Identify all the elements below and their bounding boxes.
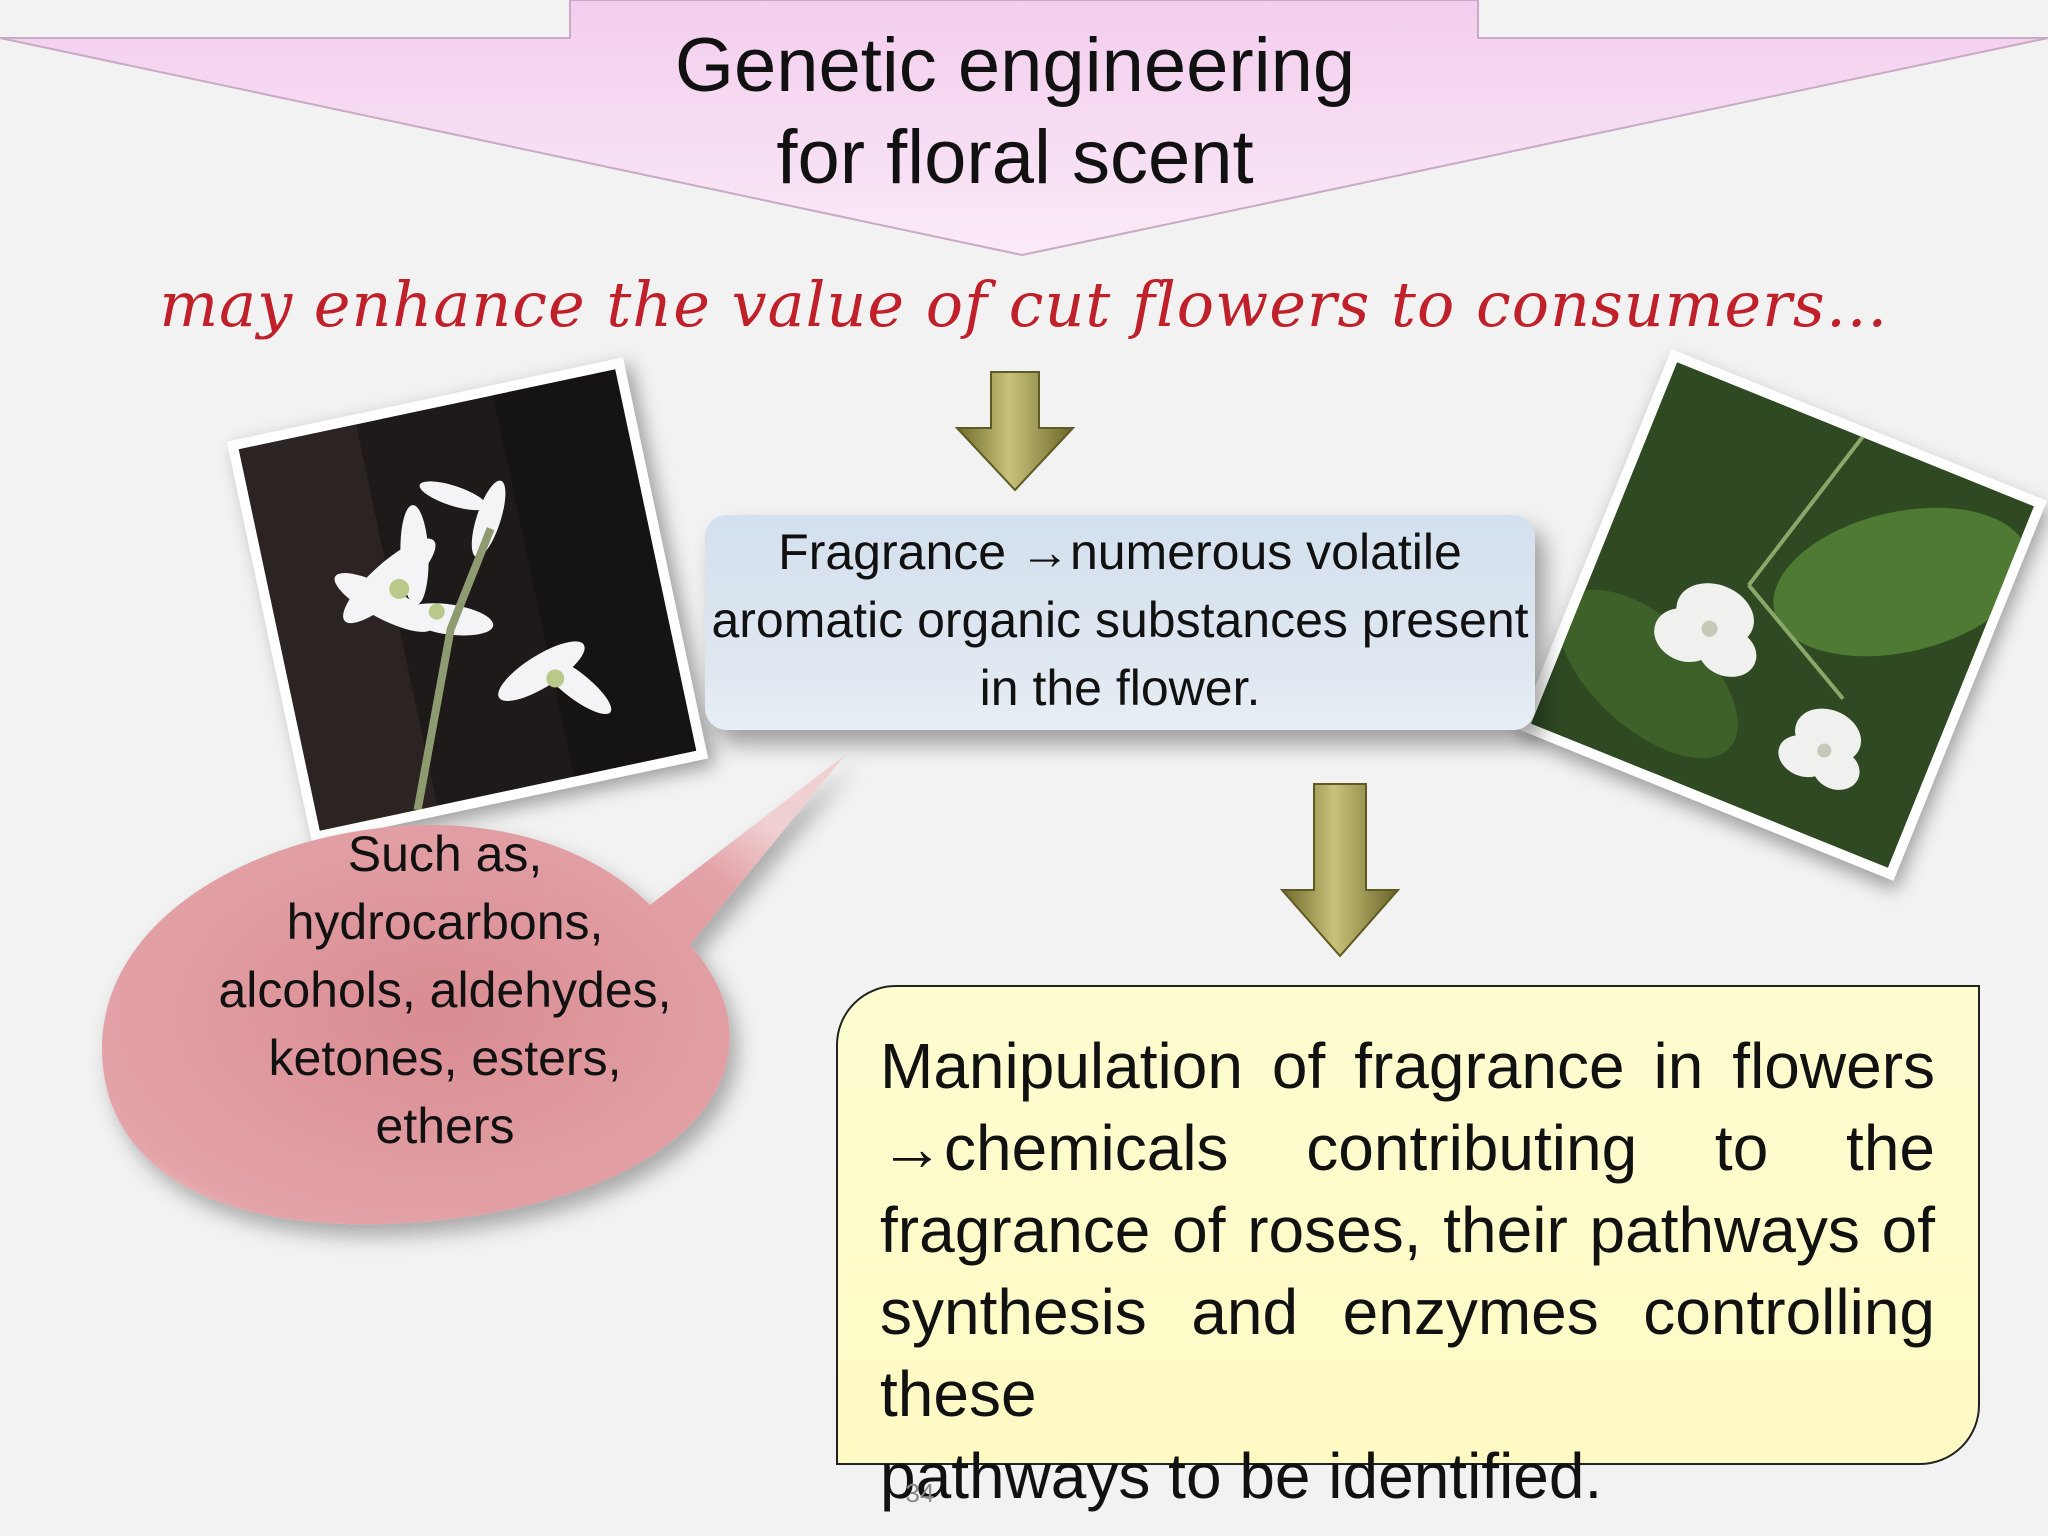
flower-photo-right xyxy=(1517,349,2048,881)
title-line-2: for floral scent xyxy=(776,115,1254,200)
page-number: 34 xyxy=(905,1478,935,1508)
definition-text: Fragrance →numerous volatile aromatic or… xyxy=(711,524,1529,716)
conclusion-box xyxy=(836,985,1980,1465)
conclusion-last-line: pathways to be identified. xyxy=(880,1440,1603,1512)
slide-title: Genetic engineering for floral scent xyxy=(560,20,1470,204)
speech-bubble xyxy=(101,755,846,1225)
conclusion-main: Manipulation of fragrance in flowers →ch… xyxy=(880,1030,1935,1430)
tagline: may enhance the value of cut flowers to … xyxy=(159,268,1889,341)
title-line-1: Genetic engineering xyxy=(674,23,1356,108)
down-arrow-icon xyxy=(1280,782,1400,960)
flower-photo-left xyxy=(226,357,709,843)
bubble-text: Such as, hydrocarbons, alcohols, aldehyd… xyxy=(218,826,672,1154)
title-banner xyxy=(0,0,2048,257)
conclusion-text: Manipulation of fragrance in flowers →ch… xyxy=(880,1025,1935,1517)
definition-box xyxy=(705,515,1535,730)
down-arrow-icon xyxy=(955,370,1075,495)
